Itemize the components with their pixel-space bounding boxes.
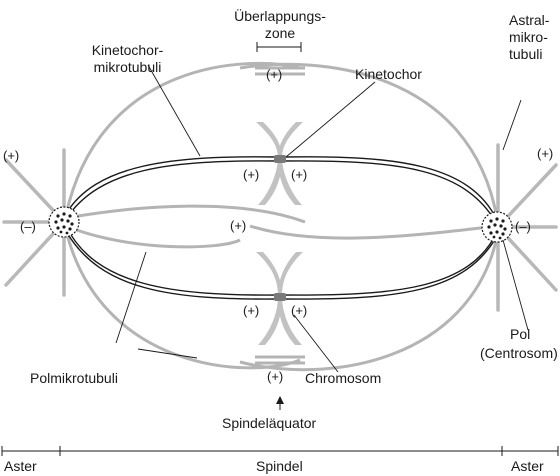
polar-microtubules	[64, 61, 499, 372]
centrosome-right	[481, 211, 513, 243]
plus-top: (+)	[266, 67, 283, 82]
kinetochore-microtubules-label: Kinetochor- mikrotubuli	[91, 42, 164, 75]
kinetochore-label: Kinetochor	[355, 66, 422, 82]
leader-lines	[115, 64, 529, 373]
overlap-bracket	[256, 42, 302, 52]
plus-bottom: (+)	[267, 369, 284, 384]
polar-microtubules-label: Polmikrotubuli	[30, 370, 118, 386]
plus-kinetochore-bottom-left: (+)	[243, 303, 260, 318]
spindle-equator-arrow	[276, 396, 284, 410]
aster-left-label: Aster	[4, 458, 37, 474]
plus-kinetochore-top-left: (+)	[243, 167, 260, 182]
minus-right: (–)	[515, 219, 531, 234]
aster-right-label: Aster	[511, 458, 544, 474]
bottom-scale	[1, 446, 559, 456]
centrosome-left	[48, 206, 80, 238]
astral-microtubules-label: Astral- mikro- tubuli	[509, 12, 550, 62]
kinetochores	[274, 155, 286, 301]
pole-label: Pol	[510, 326, 531, 342]
plus-right: (+)	[537, 146, 554, 161]
kinetochore-microtubules	[65, 156, 498, 300]
plus-left: (+)	[3, 148, 20, 163]
minus-left: (–)	[20, 219, 36, 234]
spindle-label: Spindel	[256, 458, 303, 474]
plus-kinetochore-top-right: (+)	[291, 167, 308, 182]
spindle-equator-label: Spindeläquator	[222, 415, 317, 431]
chromosome-label: Chromosom	[305, 370, 382, 386]
plus-center: (+)	[230, 218, 247, 233]
overlap-markers	[255, 66, 305, 365]
overlap-zone-label: Überlappungs- zone	[234, 8, 326, 41]
chromosomes	[256, 122, 303, 345]
centrosome-label: (Centrosom)	[480, 345, 558, 361]
plus-kinetochore-bottom-right: (+)	[291, 303, 308, 318]
